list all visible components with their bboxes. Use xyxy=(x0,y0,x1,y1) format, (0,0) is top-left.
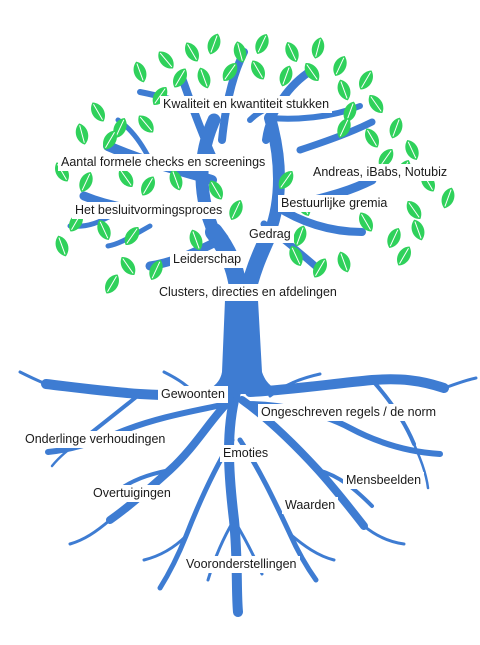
leaf xyxy=(222,62,238,82)
leaf xyxy=(97,220,111,240)
leaf xyxy=(378,148,394,168)
label-gewoonten: Gewoonten xyxy=(158,386,228,403)
label-checks: Aantal formele checks en screenings xyxy=(58,154,269,171)
root xyxy=(224,387,243,617)
leaf xyxy=(411,219,425,241)
leaf xyxy=(359,70,373,90)
leaf xyxy=(406,200,422,220)
leaf xyxy=(389,117,403,139)
leaf xyxy=(313,258,327,278)
leaf xyxy=(251,60,265,80)
leaf xyxy=(79,172,93,192)
leaf xyxy=(113,118,127,138)
leaf xyxy=(278,170,294,190)
leaf xyxy=(368,94,384,114)
leaf xyxy=(387,228,401,248)
label-clusters: Clusters, directies en afdelingen xyxy=(156,284,340,301)
root xyxy=(206,518,236,582)
root xyxy=(237,437,319,583)
leaf xyxy=(169,169,183,191)
leaf xyxy=(304,62,320,82)
leaf xyxy=(189,229,203,251)
leaf xyxy=(229,200,243,220)
label-mensbeelden: Mensbeelden xyxy=(343,472,425,489)
leaf xyxy=(333,56,347,76)
leaf xyxy=(255,34,269,54)
label-gremia: Bestuurlijke gremia xyxy=(278,195,391,212)
label-besluit: Het besluitvormingsproces xyxy=(72,202,226,219)
leaf xyxy=(133,61,147,83)
root xyxy=(142,534,188,562)
branch xyxy=(296,118,376,154)
leaf xyxy=(337,79,351,101)
leaf xyxy=(441,187,455,209)
leaf xyxy=(141,176,155,196)
leaf xyxy=(75,123,89,145)
leaf xyxy=(120,256,136,276)
leaf xyxy=(293,225,307,247)
root xyxy=(68,518,112,546)
leaf xyxy=(289,246,303,266)
label-andreas: Andreas, iBabs, Notubiz xyxy=(310,164,451,181)
label-gedrag: Gedrag xyxy=(246,226,294,243)
leaf xyxy=(233,41,247,63)
root xyxy=(18,370,48,386)
leaf xyxy=(343,101,357,123)
root xyxy=(362,524,406,546)
leaf xyxy=(405,140,419,160)
leaf xyxy=(359,212,373,232)
label-overtuigingen: Overtuigingen xyxy=(90,485,174,502)
root xyxy=(412,442,430,490)
leaf xyxy=(173,68,187,88)
leaf xyxy=(197,67,211,89)
label-waarden: Waarden xyxy=(282,497,339,514)
leaf xyxy=(158,51,174,69)
root xyxy=(442,376,478,390)
leaf xyxy=(124,226,140,246)
leaf xyxy=(55,235,69,257)
root xyxy=(288,532,336,562)
leaf xyxy=(337,118,351,138)
leaf xyxy=(337,251,351,273)
tree-trunk xyxy=(198,300,288,394)
branch xyxy=(264,112,285,238)
label-leiderschap: Leiderschap xyxy=(170,251,245,268)
leaf xyxy=(279,65,293,87)
root xyxy=(157,437,235,591)
leaf xyxy=(138,115,154,133)
label-vooronderstellingen: Vooronderstellingen xyxy=(183,556,300,573)
branch xyxy=(178,74,218,164)
label-ongeschreven: Ongeschreven regels / de norm xyxy=(258,404,440,421)
leaf xyxy=(285,42,299,62)
leaf xyxy=(207,33,221,55)
label-emoties: Emoties xyxy=(220,445,272,462)
leaf xyxy=(118,168,134,188)
leaf xyxy=(103,130,117,150)
leaf xyxy=(397,246,411,266)
label-onderlinge: Onderlinge verhoudingen xyxy=(22,431,169,448)
leaf xyxy=(365,128,379,148)
leaf xyxy=(149,260,163,280)
label-kwaliteit: Kwaliteit en kwantiteit stukken xyxy=(160,96,333,113)
leaf xyxy=(185,42,199,62)
leaf xyxy=(105,274,119,294)
leaf xyxy=(209,180,223,200)
leaf xyxy=(311,37,325,59)
leaf xyxy=(91,102,105,122)
